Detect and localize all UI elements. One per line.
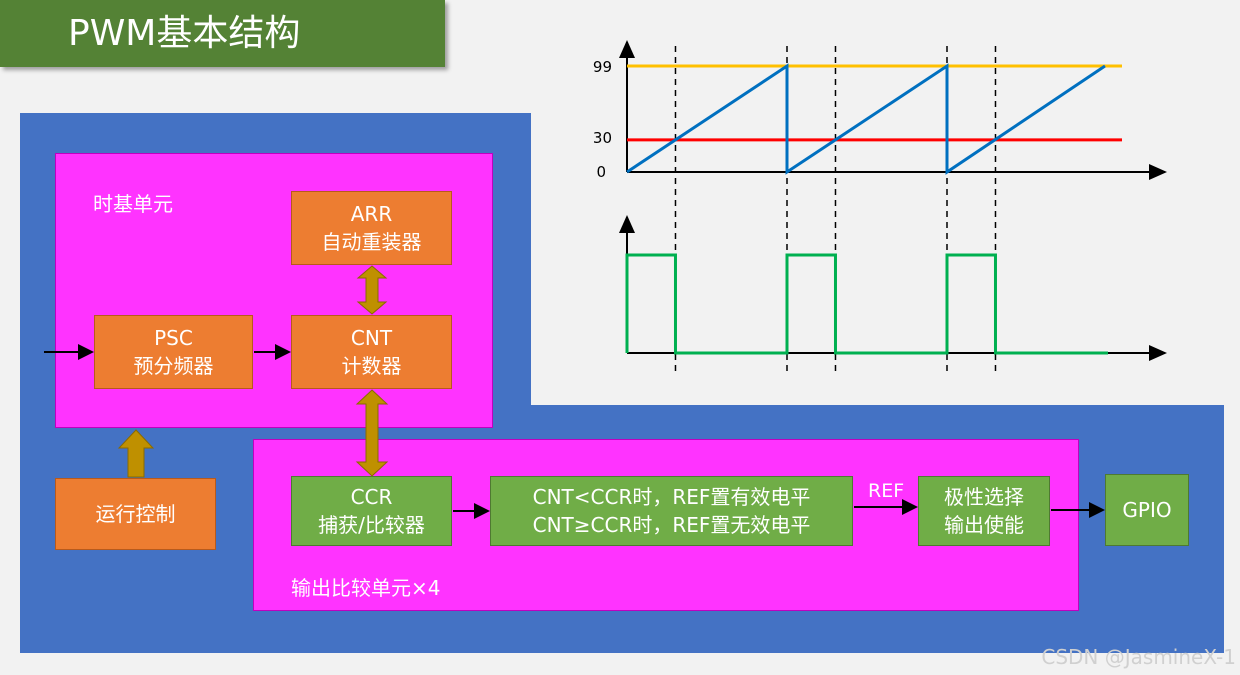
compare-block: CNT<CCR时，REF置有效电平 CNT≥CCR时，REF置无效电平	[490, 476, 853, 546]
polarity-subtitle: 输出使能	[944, 513, 1024, 537]
cnt-title: CNT	[350, 326, 393, 350]
output-compare-label: 输出比较单元×4	[291, 576, 441, 600]
cnt-subtitle: 计数器	[341, 354, 402, 378]
psc-block: PSC 预分频器	[94, 315, 253, 389]
arr-cnt-double-arrow	[356, 265, 388, 315]
polarity-title: 极性选择	[944, 485, 1024, 509]
ytick-99: 99	[593, 58, 612, 76]
arr-block: ARR 自动重装器	[291, 191, 452, 265]
gpio-block: GPIO	[1105, 474, 1189, 546]
ytick-0: 0	[596, 163, 606, 181]
compare-rule-active: CNT<CCR时，REF置有效电平	[532, 485, 811, 509]
pwm-output-line	[625, 253, 1108, 355]
psc-subtitle: 预分频器	[133, 354, 214, 378]
polarity-block: 极性选择 输出使能	[918, 476, 1050, 546]
psc-title: PSC	[154, 326, 193, 350]
ccr-block: CCR 捕获/比较器	[291, 476, 452, 546]
ref-label: REF	[868, 480, 905, 502]
arr-title: ARR	[350, 202, 393, 226]
arr-subtitle: 自动重装器	[321, 230, 422, 254]
run-control-block: 运行控制	[55, 478, 216, 550]
page-title: PWM基本结构	[0, 0, 445, 67]
ccr-title: CCR	[350, 485, 393, 509]
compare-rule-inactive: CNT≥CCR时，REF置无效电平	[532, 513, 811, 537]
run-control-up-arrow	[117, 429, 155, 478]
cnt-ccr-double-arrow	[355, 389, 389, 477]
cnt-block: CNT 计数器	[291, 315, 452, 389]
cnt-sawtooth-line	[626, 63, 1106, 175]
ytick-30: 30	[593, 129, 612, 147]
ccr-subtitle: 捕获/比较器	[318, 513, 425, 537]
watermark: CSDN @JasmineX-1	[1041, 645, 1236, 669]
timebase-label: 时基单元	[93, 192, 173, 216]
